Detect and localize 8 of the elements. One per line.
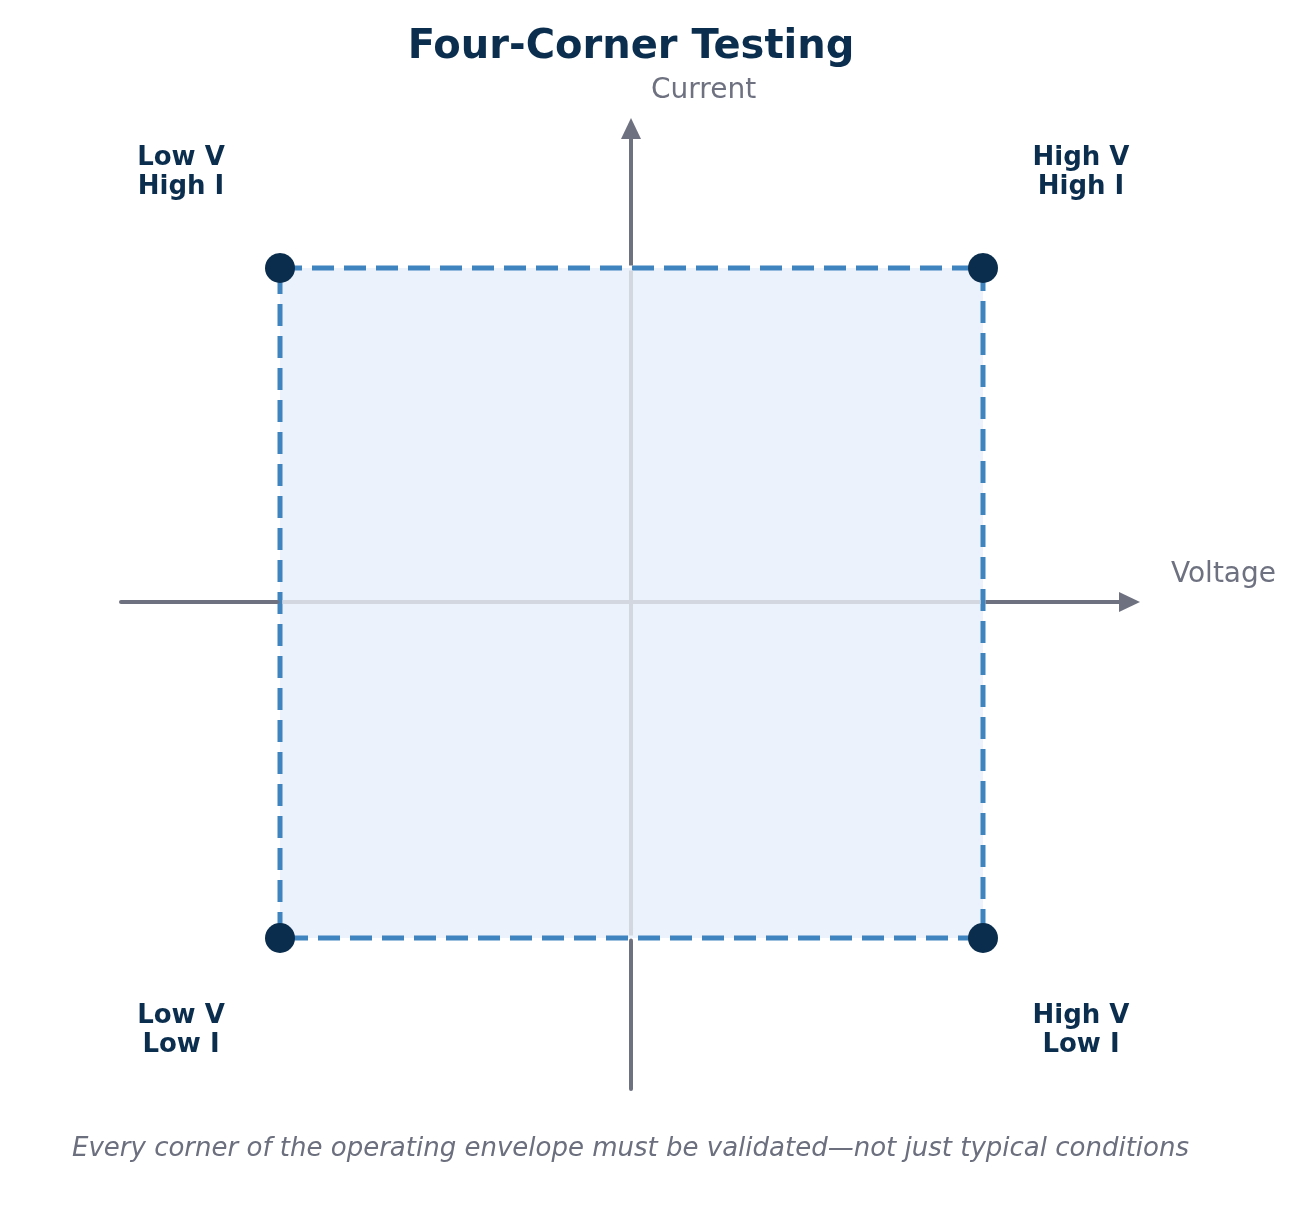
axis-label: Voltage [1171, 556, 1277, 589]
diagram-caption: Every corner of the operating envelope must be validated—not just typical conditions [71, 1132, 1190, 1163]
corner-label: Low V Low I [136, 1000, 226, 1058]
corner-label: High V Low I [1031, 1000, 1131, 1058]
axis-label: Current [651, 72, 757, 105]
corner-label: High V High I [1031, 142, 1131, 200]
corner-label: Low V High I [136, 142, 226, 200]
diagram-title: Four-Corner Testing [406, 21, 856, 67]
